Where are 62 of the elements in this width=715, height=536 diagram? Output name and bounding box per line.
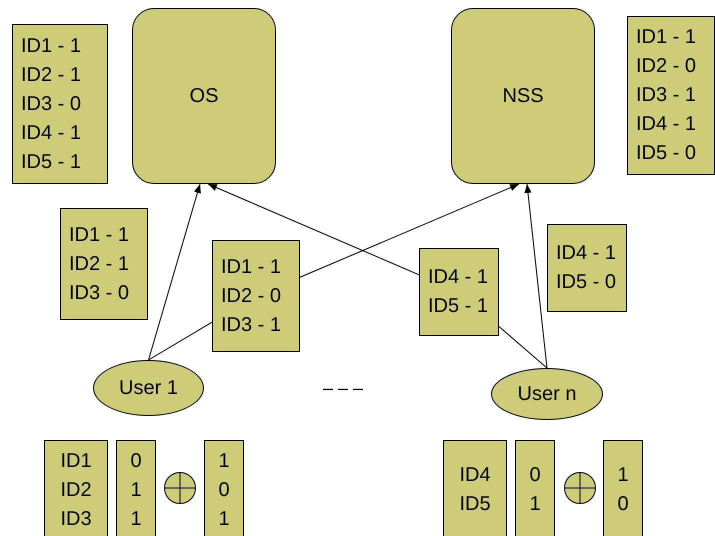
entry-text: 1 (130, 478, 142, 502)
table-box (515, 440, 555, 536)
entry-text: ID4 - 1 (556, 241, 616, 266)
entry-text: ID2 - 1 (69, 252, 130, 276)
table-box (204, 440, 244, 536)
entry-text: ID1 (60, 448, 92, 474)
table-box (212, 240, 300, 352)
entry-text: ID3 - 0 (69, 280, 130, 306)
entry-text: 0 (130, 448, 142, 474)
arrow (148, 184, 201, 360)
entry-text: ID5 - 0 (636, 141, 696, 166)
entry-text: ID1 - 1 (636, 25, 696, 50)
table-box (12, 24, 108, 184)
entry-text: ID5 - 1 (21, 150, 82, 174)
entry-text: 1 (218, 448, 230, 474)
arrow (208, 184, 420, 276)
entry-text: ID2 - 0 (636, 54, 696, 79)
entry-text: ID1 - 1 (69, 222, 130, 248)
table-box (603, 440, 643, 536)
table-box (627, 16, 715, 175)
server-label: OS (190, 84, 218, 108)
entry-text: ID3 - 1 (636, 83, 696, 108)
entry-text: ID2 - 0 (221, 284, 282, 308)
table-box (116, 440, 156, 536)
entry-text: ID1 - 1 (21, 34, 82, 58)
arrow (524, 184, 548, 368)
server-box (132, 8, 276, 184)
entry-text: 0 (529, 463, 541, 488)
entry-text: ID5 (459, 492, 491, 517)
entry-text: ID3 - 0 (21, 92, 82, 116)
user-label: User 1 (119, 376, 178, 400)
server-label: NSS (502, 84, 544, 108)
connector-line (148, 322, 212, 360)
xor-symbol (164, 472, 196, 504)
entry-text: ID3 (60, 506, 92, 532)
table-box (547, 224, 627, 312)
xor-symbol (564, 472, 596, 504)
connector-line (498, 326, 548, 368)
table-box (419, 248, 499, 336)
entry-text: ID4 - 1 (636, 112, 696, 137)
entry-text: 1 (218, 506, 230, 532)
entry-text: ID4 - 1 (428, 265, 488, 290)
entry-text: 1 (617, 463, 629, 488)
table-box (44, 440, 108, 536)
entry-text: ID5 - 1 (428, 294, 488, 319)
arrow (300, 184, 520, 278)
entry-text: ID1 - 1 (221, 254, 282, 280)
entry-text: 1 (130, 506, 142, 532)
entry-text: 0 (218, 478, 230, 502)
server-box (451, 8, 595, 184)
table-box (60, 208, 148, 320)
entry-text: 0 (617, 492, 629, 517)
entry-text: ID5 - 0 (556, 270, 616, 295)
entry-text: ID4 - 1 (21, 120, 82, 146)
entry-text: ID4 (459, 463, 491, 488)
entry-text: ID2 (60, 478, 92, 502)
table-box (443, 440, 507, 536)
ellipsis-dashes: – – – (323, 378, 364, 399)
entry-text: ID3 - 1 (221, 312, 282, 338)
entry-text: 1 (529, 492, 541, 517)
entry-text: ID2 - 1 (21, 62, 82, 88)
user-label: User n (518, 382, 576, 406)
